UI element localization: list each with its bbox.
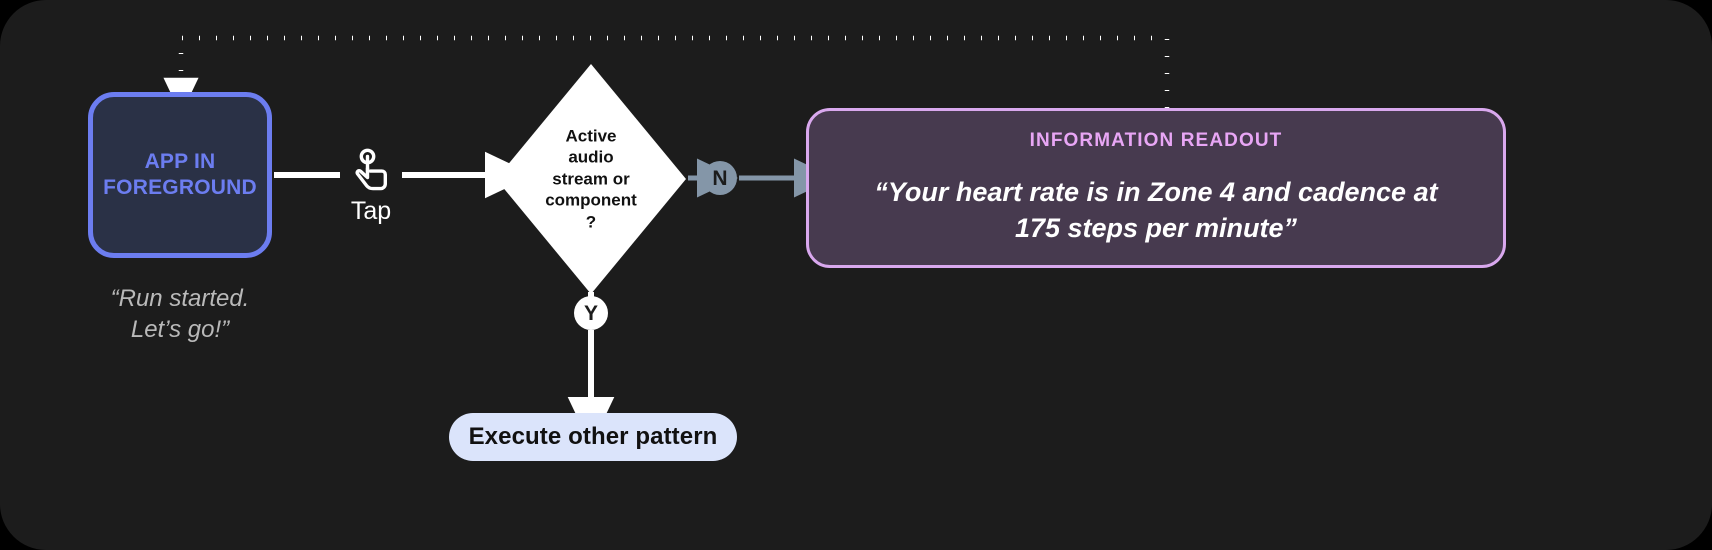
readout-title: INFORMATION READOUT (1029, 129, 1283, 151)
decision-label: Active audio stream or component ? (545, 126, 637, 232)
tap-gesture-icon (355, 148, 387, 191)
branch-badge-no-label: N (712, 166, 728, 190)
execute-other-pattern-label: Execute other pattern (468, 423, 718, 450)
decision-diamond-shape (496, 64, 686, 294)
app-node-caption: “Run started. Let’s go!” (110, 285, 250, 343)
branch-badge-yes[interactable]: Y (574, 296, 608, 330)
branch-badge-no[interactable]: N (703, 161, 737, 195)
panel-information-readout[interactable]: INFORMATION READOUT “Your heart rate is … (806, 108, 1506, 268)
app-node-label: APP IN FOREGROUND (103, 150, 257, 199)
gesture-tap-label: Tap (350, 197, 392, 225)
node-execute-other-pattern[interactable]: Execute other pattern (449, 413, 737, 461)
readout-body: “Your heart rate is in Zone 4 and cadenc… (874, 176, 1438, 243)
gesture-tap-group: Tap (338, 148, 404, 224)
node-decision-audio-stream[interactable]: Active audio stream or component ? (496, 64, 686, 294)
branch-badge-yes-label: Y (583, 301, 598, 325)
node-app-in-foreground[interactable]: APP IN FOREGROUND (88, 92, 272, 258)
